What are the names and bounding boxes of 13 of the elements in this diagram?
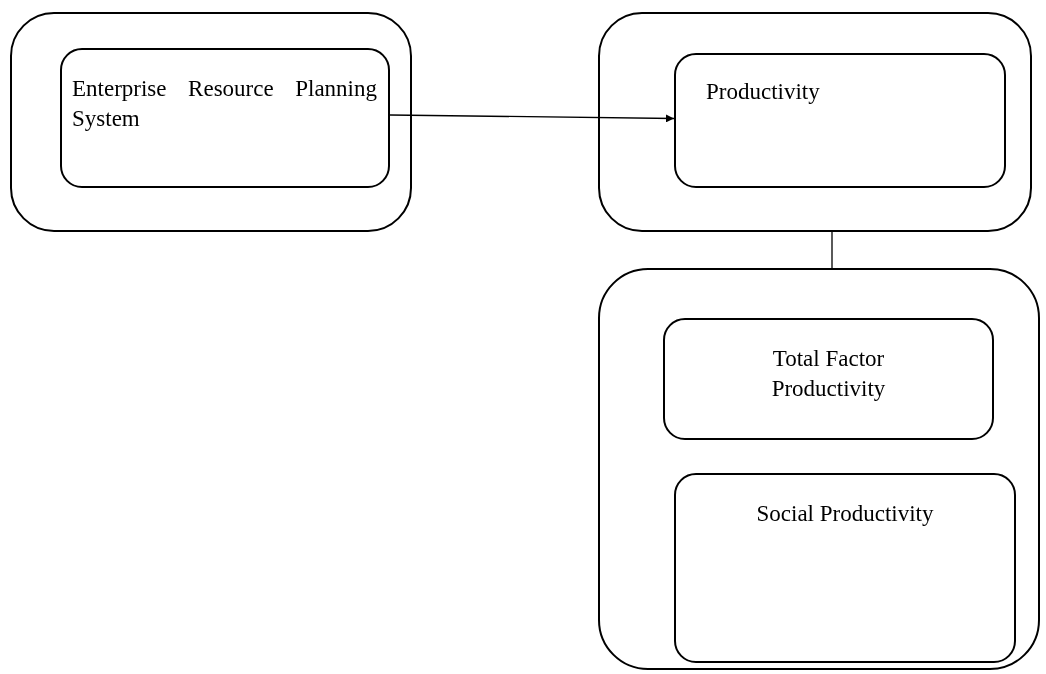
process-box xyxy=(674,473,1016,663)
process-box xyxy=(674,53,1006,188)
group-box xyxy=(10,12,412,232)
box-label: Total Factor Productivity xyxy=(770,345,887,403)
connector-line xyxy=(831,231,833,269)
process-box xyxy=(663,318,994,440)
group-box xyxy=(598,268,1040,670)
box-label: Social Productivity xyxy=(755,500,935,528)
group-box xyxy=(598,12,1032,232)
process-box xyxy=(60,48,390,188)
arrow xyxy=(389,114,675,123)
box-label: Productivity xyxy=(706,78,821,106)
box-label: Enterprise Resource Planning System xyxy=(72,75,377,133)
